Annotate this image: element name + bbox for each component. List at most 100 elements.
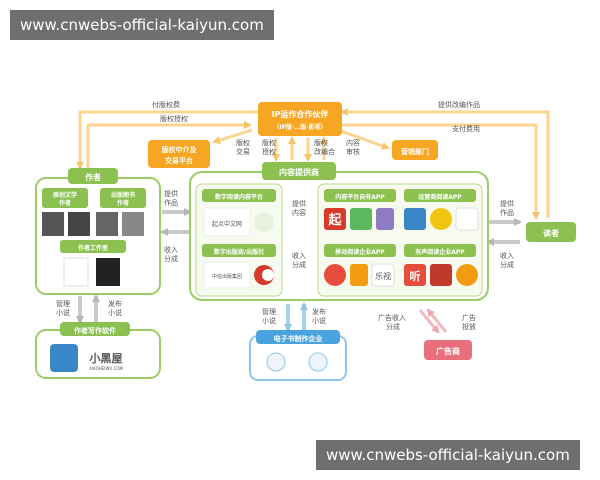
svg-text:出版图书: 出版图书 bbox=[111, 191, 135, 199]
tree-logo bbox=[254, 212, 274, 232]
svg-text:乐视: 乐视 bbox=[375, 271, 391, 281]
svg-text:收入: 收入 bbox=[164, 245, 178, 254]
svg-text:作品: 作品 bbox=[500, 208, 514, 217]
svg-text:管理: 管理 bbox=[262, 307, 276, 316]
qidian-logo bbox=[203, 207, 251, 237]
svg-text:审核: 审核 bbox=[346, 147, 360, 156]
svg-text:作者: 作者 bbox=[117, 199, 129, 207]
qi-app-icon bbox=[324, 208, 346, 230]
svg-text:分成: 分成 bbox=[292, 260, 306, 269]
watermark-top: www.cnwebs-official-kaiyun.com bbox=[10, 10, 274, 40]
pay-fee-arrow bbox=[76, 110, 258, 170]
svg-text:内容平台自有APP: 内容平台自有APP bbox=[335, 193, 385, 201]
svg-text:版权: 版权 bbox=[262, 138, 276, 147]
svg-text:交易平台: 交易平台 bbox=[165, 156, 193, 165]
blue-app-icon bbox=[404, 208, 426, 230]
purple-app-icon bbox=[376, 208, 394, 230]
studio-logo-2 bbox=[96, 258, 120, 286]
svg-text:中信出版集团: 中信出版集团 bbox=[212, 273, 242, 280]
author-box: 作者 原创文学 作者 出版图书 作者 作者工作室 bbox=[35, 168, 161, 295]
svg-text:分成: 分成 bbox=[500, 260, 514, 269]
marketing-arrow bbox=[337, 128, 390, 150]
svg-text:支付费用: 支付费用 bbox=[452, 124, 480, 133]
svg-text:小说: 小说 bbox=[312, 316, 326, 325]
svg-text:提供: 提供 bbox=[500, 199, 514, 208]
white-app-icon bbox=[455, 207, 479, 231]
author-photo-1 bbox=[42, 212, 64, 236]
top-flow-arrows bbox=[76, 108, 550, 220]
author-photo-2 bbox=[68, 212, 90, 236]
platform-box: 数字阅读内容平台 起点中文网 数字出版商/出版社 中信出版集团 bbox=[195, 183, 283, 297]
svg-text:起: 起 bbox=[327, 212, 342, 228]
svg-text:原创文学: 原创文学 bbox=[53, 191, 77, 199]
svg-text:小说: 小说 bbox=[56, 308, 70, 317]
svg-text:提供改编作品: 提供改编作品 bbox=[438, 100, 480, 109]
author-photo-4 bbox=[122, 212, 144, 236]
svg-text:电子书制作企业: 电子书制作企业 bbox=[274, 334, 323, 343]
svg-text:作者: 作者 bbox=[59, 199, 71, 207]
pay-cost-arrow bbox=[342, 123, 540, 220]
advertiser-box: 广告商 bbox=[424, 340, 472, 360]
svg-text:发布: 发布 bbox=[108, 299, 122, 308]
app-box: 内容平台自有APP 运营商阅读APP 起 移动阅读企业APP 有声阅读企业APP… bbox=[317, 183, 483, 297]
license-arrow bbox=[86, 121, 252, 168]
ebook-logo-1 bbox=[266, 352, 286, 372]
svg-text:内容: 内容 bbox=[292, 208, 306, 217]
svg-text:作者写作软件: 作者写作软件 bbox=[74, 326, 116, 335]
svg-text:分成: 分成 bbox=[164, 254, 178, 263]
svg-text:内容提供商: 内容提供商 bbox=[279, 167, 319, 177]
svg-text:改编合: 改编合 bbox=[314, 147, 335, 156]
author-software-box: 作者写作软件 小黑屋 XIAOHEIWU.COM bbox=[35, 322, 161, 379]
svg-text:广告: 广告 bbox=[462, 313, 476, 322]
svg-text:读者: 读者 bbox=[543, 228, 559, 238]
svg-text:IP运作合作伙伴: IP运作合作伙伴 bbox=[272, 109, 329, 119]
svg-text:有声阅读企业APP: 有声阅读企业APP bbox=[415, 248, 465, 256]
ebook-flow-arrows bbox=[284, 302, 308, 332]
svg-text:起点中文网: 起点中文网 bbox=[212, 220, 242, 228]
svg-text:分成: 分成 bbox=[386, 322, 400, 331]
svg-text:运营商阅读APP: 运营商阅读APP bbox=[418, 193, 462, 201]
svg-text:XIAOHEIWU.COM: XIAOHEIWU.COM bbox=[89, 366, 124, 371]
svg-text:提供: 提供 bbox=[292, 199, 306, 208]
provide-works-arrow bbox=[340, 108, 550, 218]
author-photo-3 bbox=[96, 212, 118, 236]
software-icon bbox=[50, 344, 78, 372]
svg-text:版权授权: 版权授权 bbox=[160, 114, 188, 123]
marketing-box: 营销部门 bbox=[392, 140, 438, 160]
studio-logo-1 bbox=[63, 257, 89, 287]
svg-text:授权: 授权 bbox=[262, 147, 276, 156]
svg-text:小黑屋: 小黑屋 bbox=[89, 351, 123, 365]
svg-text:版权: 版权 bbox=[314, 138, 328, 147]
radio-app-icon bbox=[430, 264, 452, 286]
zhongxin-logo bbox=[203, 261, 251, 289]
svg-text:作者: 作者 bbox=[85, 172, 101, 182]
svg-text:版权中介及: 版权中介及 bbox=[162, 145, 198, 154]
svg-text:发布: 发布 bbox=[312, 307, 326, 316]
svg-text:投放: 投放 bbox=[462, 322, 476, 331]
headphone-app-icon bbox=[456, 264, 478, 286]
svg-text:广告商: 广告商 bbox=[436, 346, 460, 356]
svg-text:版权: 版权 bbox=[236, 138, 250, 147]
red-round-app-icon bbox=[324, 264, 346, 286]
svg-text:小说: 小说 bbox=[108, 308, 122, 317]
svg-text:交易: 交易 bbox=[236, 147, 250, 156]
svg-text:提供: 提供 bbox=[164, 189, 178, 198]
svg-text:收入: 收入 bbox=[292, 251, 306, 260]
trade-arrow bbox=[212, 128, 253, 145]
multicolor-app-icon bbox=[350, 264, 368, 286]
ip-partner-box: IP运作合作伙伴 （IP版·…版·影视） bbox=[258, 102, 342, 136]
svg-text:内容: 内容 bbox=[346, 138, 360, 147]
svg-text:数字出版商/出版社: 数字出版商/出版社 bbox=[214, 248, 264, 256]
ad-flow-arrows bbox=[418, 308, 448, 334]
cartoon-app-icon bbox=[430, 208, 452, 230]
ebook-company-box: 电子书制作企业 bbox=[249, 330, 347, 381]
svg-text:管理: 管理 bbox=[56, 299, 70, 308]
copyright-agent-box: 版权中介及 交易平台 bbox=[148, 140, 210, 168]
green-app-icon bbox=[350, 208, 372, 230]
svg-text:营销部门: 营销部门 bbox=[401, 147, 429, 156]
svg-text:听: 听 bbox=[410, 269, 421, 283]
reader-box: 读者 bbox=[526, 222, 576, 242]
svg-text:作者工作室: 作者工作室 bbox=[78, 244, 108, 252]
svg-text:移动阅读企业APP: 移动阅读企业APP bbox=[335, 248, 385, 256]
